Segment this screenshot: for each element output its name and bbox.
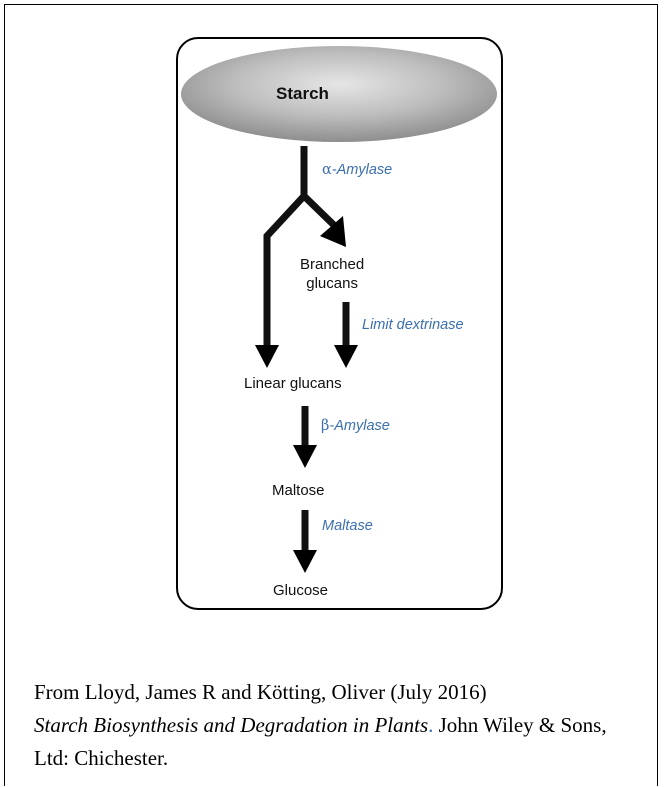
alpha-amylase-stem bbox=[300, 146, 343, 234]
maltose-label: Maltose bbox=[272, 482, 325, 499]
arrowhead-glucose bbox=[293, 550, 317, 573]
branched-glucans-label: Branched glucans bbox=[300, 255, 364, 293]
arrowhead-maltose bbox=[293, 445, 317, 468]
alpha-amylase-label: α-Amylase bbox=[322, 162, 392, 178]
starch-ellipse bbox=[181, 46, 497, 142]
source-caption: From Lloyd, James R and Kötting, Oliver … bbox=[34, 676, 634, 775]
caption-title: Starch Biosynthesis and Degradation in P… bbox=[34, 713, 429, 737]
caption-prefix: From Lloyd, James R and Kötting, Oliver … bbox=[34, 680, 487, 704]
arrowhead-linear-left bbox=[255, 345, 279, 368]
glucose-label: Glucose bbox=[273, 582, 329, 599]
maltase-label: Maltase bbox=[322, 518, 373, 534]
figure-frame bbox=[4, 4, 658, 786]
alpha-symbol: α bbox=[322, 162, 332, 178]
diagram-panel bbox=[176, 37, 503, 610]
linear-glucans-label: Linear glucans bbox=[244, 375, 342, 392]
limit-dextrinase-label: Limit dextrinase bbox=[362, 317, 464, 333]
branched-glucans-line2: glucans bbox=[306, 275, 358, 292]
beta-symbol: β bbox=[321, 418, 330, 434]
caption-title-dot: . bbox=[428, 713, 434, 737]
caption-suffix: John Wiley & Sons, Ltd: Chichester. bbox=[34, 713, 607, 770]
starch-label: Starch bbox=[276, 84, 329, 103]
beta-amylase-label: β-Amylase bbox=[321, 418, 390, 434]
beta-amylase-name: -Amylase bbox=[329, 418, 390, 434]
branched-glucans-line1: Branched bbox=[300, 256, 365, 273]
alpha-amylase-name: -Amylase bbox=[331, 162, 393, 178]
arrowhead-linear-right bbox=[334, 345, 358, 368]
alpha-amylase-left-branch bbox=[263, 193, 307, 348]
arrowhead-branched bbox=[320, 216, 346, 247]
